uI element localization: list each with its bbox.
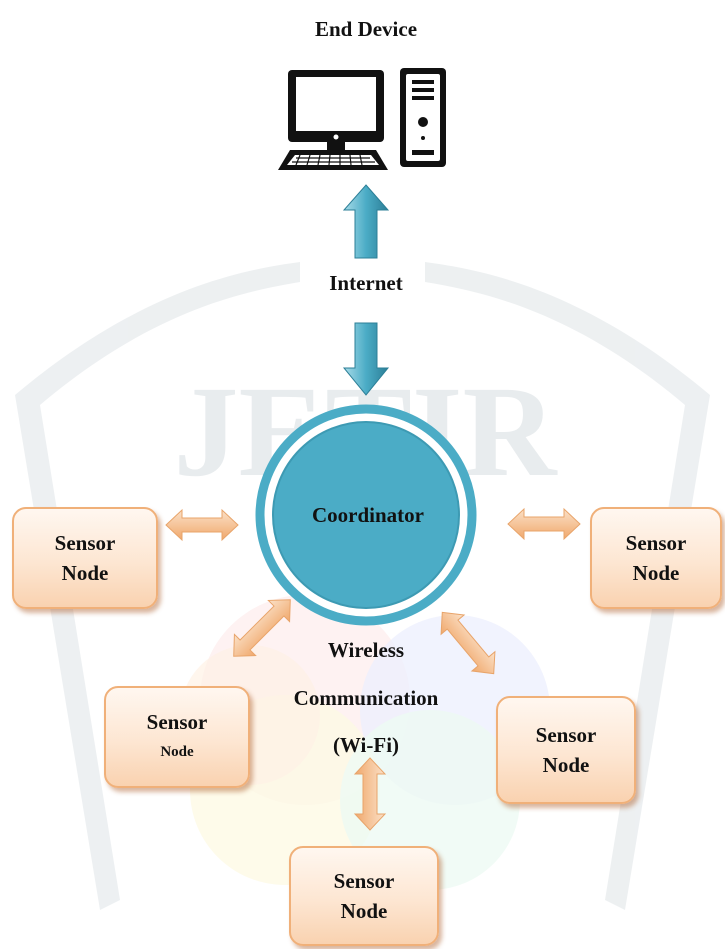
link-arrow-bottom [353, 757, 387, 831]
sensor-node-label: Sensor [535, 723, 597, 747]
sensor-node-label: Sensor [146, 710, 208, 734]
coordinator-label: Coordinator [312, 503, 424, 527]
tower-pc-icon [400, 68, 446, 167]
watermark-shield-outline-right [425, 262, 710, 910]
sensor-node-sublabel: Node [160, 744, 194, 760]
sensor-node-lower-left: Sensor Node [104, 686, 250, 788]
wireless-label-line2: Communication [294, 686, 439, 710]
link-arrow-right [507, 507, 581, 541]
sensor-node-label: Sensor [625, 531, 687, 555]
sensor-node-sublabel: Node [340, 899, 388, 923]
link-arrow-lower-left [233, 599, 291, 657]
keyboard-icon [278, 150, 388, 170]
sensor-node-label: Sensor [54, 531, 116, 555]
sensor-node-sublabel: Node [542, 753, 590, 777]
watermark-shield-outline [15, 262, 300, 910]
internet-up-arrow [342, 184, 390, 259]
sensor-node-bottom: Sensor Node [289, 846, 439, 946]
desktop-monitor-icon [288, 70, 384, 156]
sensor-node-sublabel: Node [61, 561, 109, 585]
wireless-label-line1: Wireless [328, 638, 404, 662]
sensor-node-right: Sensor Node [590, 507, 722, 609]
internet-down-arrow [342, 322, 390, 396]
link-arrow-lower-right [440, 611, 496, 675]
wireless-label-line3: (Wi-Fi) [333, 733, 399, 757]
sensor-node-sublabel: Node [632, 561, 680, 585]
sensor-node-left: Sensor Node [12, 507, 158, 609]
internet-label: Internet [329, 271, 402, 295]
sensor-node-lower-right: Sensor Node [496, 696, 636, 804]
link-arrow-left [165, 508, 239, 542]
sensor-node-label: Sensor [333, 869, 395, 893]
coordinator-node [255, 404, 477, 626]
end-device-title: End Device [315, 17, 417, 41]
